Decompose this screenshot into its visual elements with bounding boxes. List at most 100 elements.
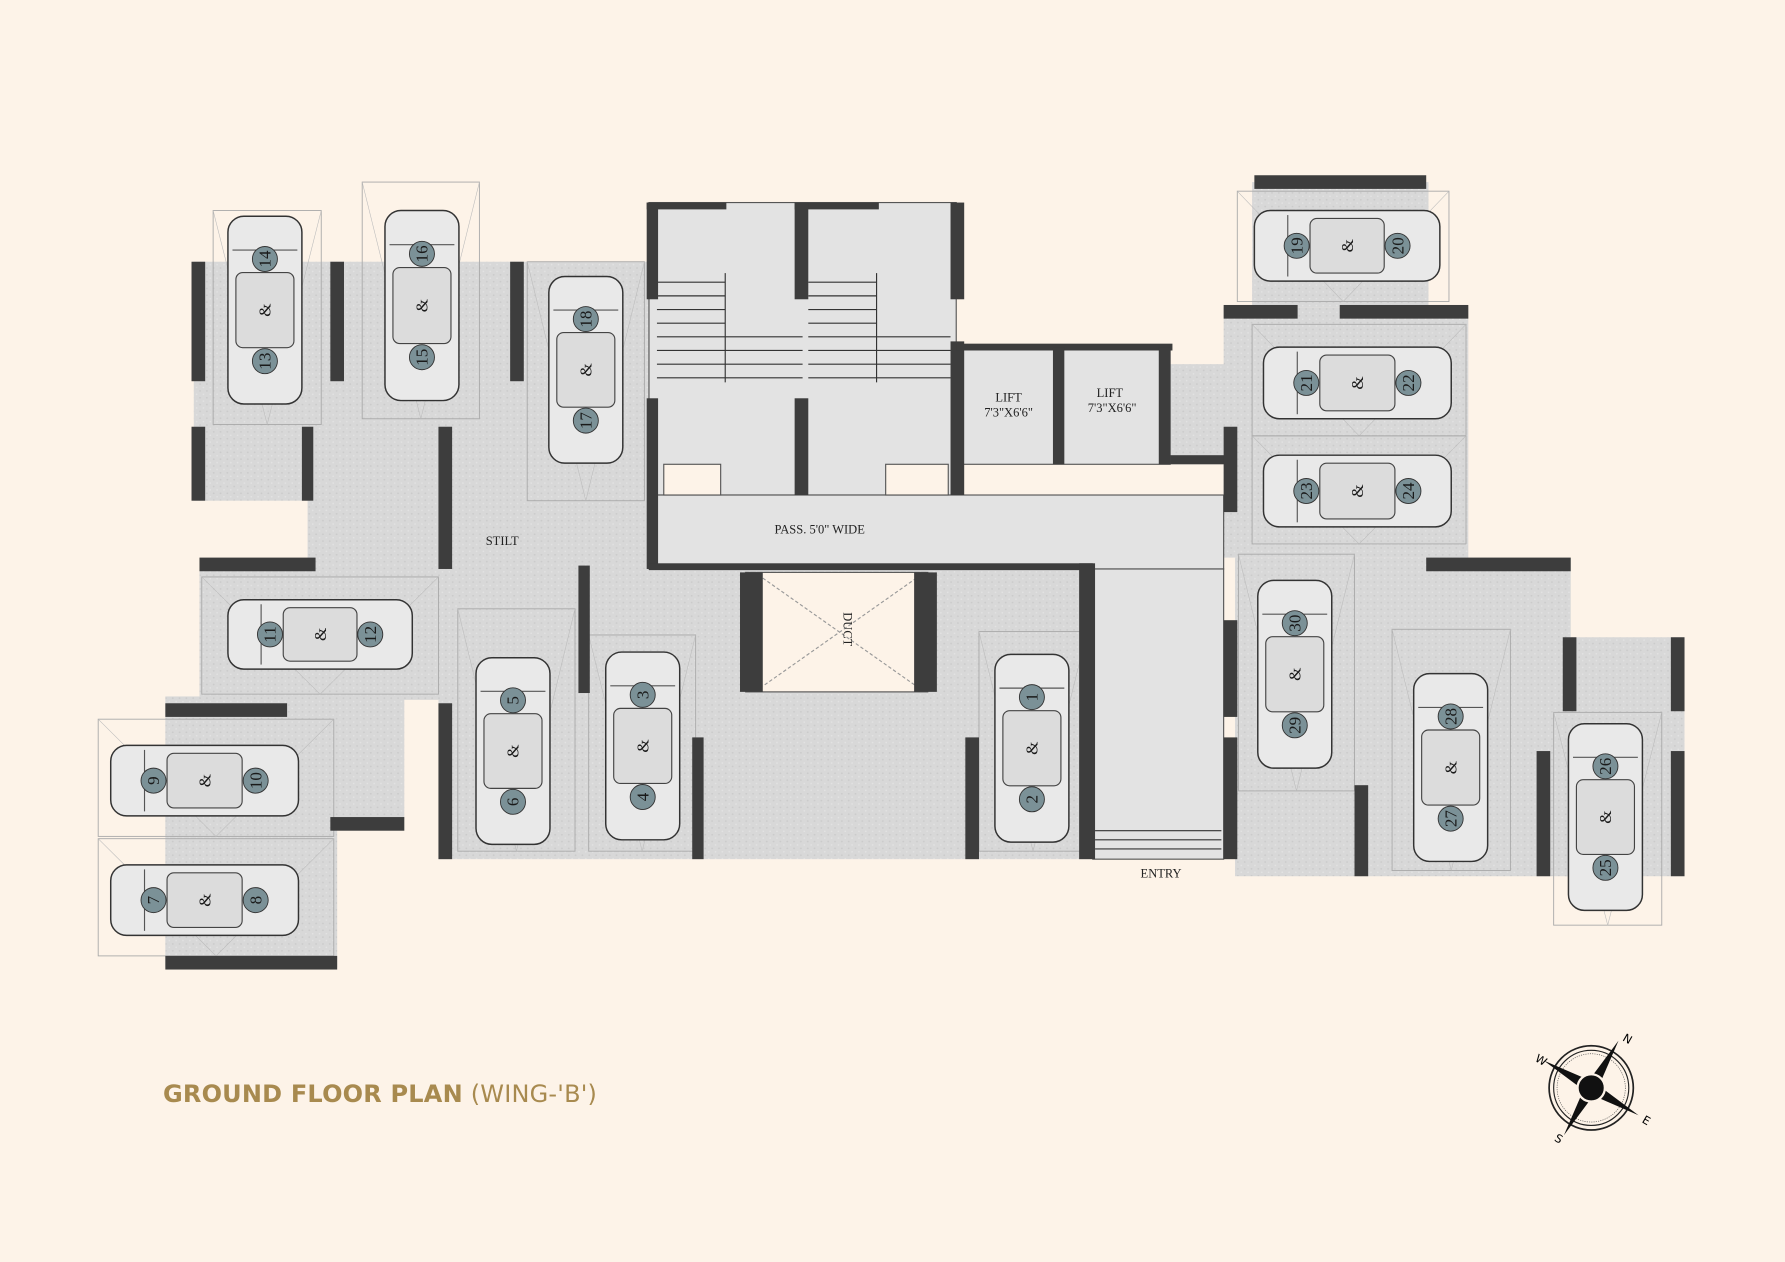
slot-number-badge <box>140 887 167 914</box>
lift-1-label: LIFT <box>995 391 1022 405</box>
slot-number-badge <box>1437 805 1464 832</box>
slot-number: 27 <box>1441 810 1460 828</box>
car-icon <box>994 653 1070 843</box>
slot-joiner: & <box>1441 761 1460 774</box>
title-suffix: (WING-'B') <box>470 1080 598 1108</box>
slot-number-badge <box>408 240 435 267</box>
compass-north: N <box>1620 1031 1634 1047</box>
slot-number: 11 <box>261 626 280 642</box>
stilt-label: STILT <box>486 534 519 548</box>
car-icon <box>109 864 300 937</box>
slot-number-badge <box>500 788 526 815</box>
parking-slot-17-18[interactable]: 17 18 & <box>526 261 645 502</box>
slot-number: 10 <box>246 772 265 789</box>
slot-number: 8 <box>246 896 265 905</box>
slot-number-badge <box>1018 786 1045 813</box>
slot-joiner: & <box>1348 376 1367 389</box>
slot-number-badge <box>1395 369 1422 396</box>
slot-number-badge <box>1437 703 1464 730</box>
slot-number-badge <box>408 344 435 371</box>
slot-number: 6 <box>504 797 523 806</box>
parking-slot-27-28[interactable]: 27 28 & <box>1391 628 1511 871</box>
slot-joiner: & <box>577 363 596 376</box>
slot-number: 22 <box>1399 374 1418 391</box>
slot-number: 18 <box>577 311 596 328</box>
staircase <box>656 273 1222 850</box>
slot-joiner: & <box>1285 668 1304 681</box>
slot-number: 16 <box>413 245 432 263</box>
car-icon <box>384 209 460 402</box>
slot-joiner: & <box>1023 742 1042 755</box>
parking-slot-13-14[interactable]: 13 14 & <box>212 210 322 425</box>
slot-joiner: & <box>311 628 330 641</box>
duct-label: DUCT <box>841 612 855 646</box>
slot-number: 25 <box>1596 859 1615 876</box>
car-icon <box>548 275 624 464</box>
slot-number-badge <box>629 681 656 708</box>
slot-number: 17 <box>577 412 596 430</box>
parking-slot-6-5[interactable]: 6 5 & <box>457 608 576 852</box>
compass-west: W <box>1533 1051 1550 1069</box>
car-icon <box>1253 209 1441 282</box>
slot-number-badge <box>256 621 283 648</box>
slot-number: 12 <box>361 626 380 643</box>
slot-number-badge <box>1281 610 1308 637</box>
car-icon <box>227 598 414 670</box>
slot-number-badge <box>1281 712 1308 739</box>
slot-joiner: & <box>633 739 652 752</box>
slot-number: 19 <box>1287 237 1306 254</box>
car-icon <box>109 744 300 817</box>
lift-2-label: LIFT <box>1097 386 1124 400</box>
slot-number: 4 <box>633 792 652 801</box>
lift-1-size: 7'3"X6'6" <box>984 405 1033 419</box>
car-icon <box>227 215 303 405</box>
slot-number-badge <box>1293 478 1320 505</box>
slot-number-badge <box>572 306 599 333</box>
slot-joiner: & <box>1348 484 1367 497</box>
slot-number: 5 <box>504 696 523 705</box>
slot-number-badge <box>357 621 384 648</box>
slot-number: 1 <box>1023 693 1042 702</box>
title-main: GROUND FLOOR PLAN <box>163 1080 463 1108</box>
slot-number: 13 <box>256 353 275 370</box>
parking-slot-4-3[interactable]: 4 3 & <box>588 634 697 852</box>
entry-label[interactable]: ENTRY <box>1141 866 1182 880</box>
car-icon <box>475 657 551 846</box>
slot-number-badge <box>1395 478 1422 505</box>
parking-slot-23-24[interactable]: 23 24 & <box>1251 435 1467 545</box>
slot-number: 20 <box>1388 237 1407 254</box>
slot-number: 24 <box>1399 482 1418 500</box>
car-icon <box>1262 346 1452 420</box>
parking-slot-11-12[interactable]: 11 12 & <box>201 576 439 695</box>
slot-number-badge <box>242 887 269 914</box>
slot-number: 23 <box>1297 483 1316 500</box>
compass-south: S <box>1552 1131 1565 1147</box>
car-icon <box>1412 672 1489 863</box>
slot-number-badge <box>1283 232 1310 259</box>
walls <box>165 175 1685 970</box>
slot-number: 21 <box>1297 374 1316 391</box>
slot-number-badge <box>629 784 656 810</box>
car-icon <box>1262 454 1452 528</box>
car-icon <box>1567 723 1644 912</box>
slot-number: 7 <box>144 895 163 904</box>
slot-number: 14 <box>256 250 275 268</box>
slot-number: 3 <box>633 691 652 700</box>
slot-number-badge <box>1384 232 1411 259</box>
slot-joiner: & <box>256 303 275 316</box>
slot-joiner: & <box>504 744 523 757</box>
slot-number-badge <box>140 767 167 794</box>
slot-joiner: & <box>1596 810 1615 823</box>
slot-number-badge <box>242 767 269 794</box>
slot-number: 28 <box>1441 708 1460 725</box>
slot-number: 15 <box>413 349 432 366</box>
car-icon <box>604 651 681 841</box>
slot-number-badge <box>1592 854 1619 881</box>
